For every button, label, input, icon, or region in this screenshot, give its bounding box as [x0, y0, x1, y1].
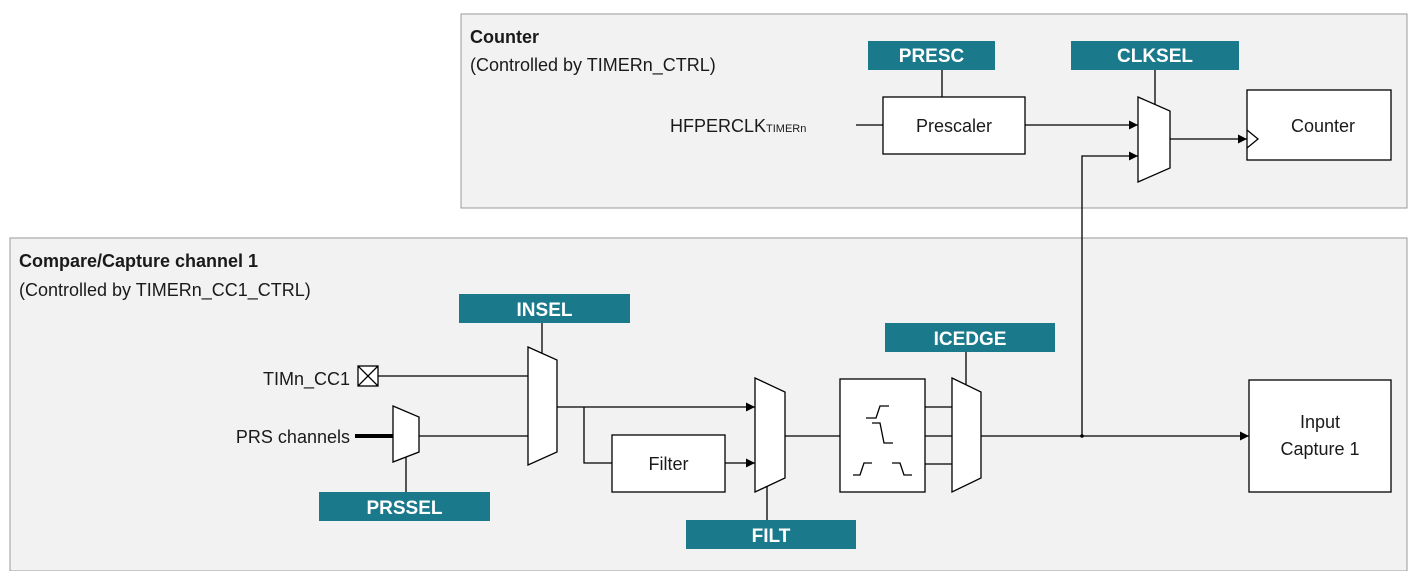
counter-section-subtitle: (Controlled by TIMERn_CTRL) [470, 55, 716, 76]
icedge-register-label: ICEDGE [934, 329, 1007, 350]
counter-clock-input-icon [1246, 129, 1260, 149]
clock-input-label: HFPERCLKTIMERn [670, 116, 806, 136]
icedge-register [885, 323, 1055, 352]
presc-register [868, 41, 995, 70]
falling-edge-icon [872, 422, 893, 444]
filter-block [611, 434, 726, 493]
filt-register-label: FILT [752, 526, 791, 547]
filt-register [686, 520, 856, 549]
prescaler-label: Prescaler [916, 116, 992, 136]
cc-section [9, 237, 1408, 571]
input-capture-label-line1: Input [1300, 412, 1340, 432]
filt-mux [754, 376, 786, 494]
insel-to-filter-wire [583, 407, 612, 464]
both-edge-falling-icon [892, 462, 912, 476]
prssel-register-label: PRSSEL [366, 498, 442, 519]
counter-block [1246, 89, 1392, 161]
junction-dot [1080, 434, 1084, 438]
insel-register-label: INSEL [517, 300, 573, 321]
prs-mux [392, 405, 420, 463]
clksel-register-label: CLKSEL [1117, 46, 1193, 67]
input-capture-label-line2: Capture 1 [1280, 439, 1359, 459]
rising-edge-icon [866, 405, 889, 419]
prssel-register [319, 492, 490, 521]
icedge-mux [951, 376, 982, 494]
input-capture-block [1248, 379, 1392, 493]
both-edge-rising-icon [853, 462, 872, 476]
clksel-mux [1137, 96, 1171, 183]
pin-label: TIMn_CC1 [263, 369, 350, 390]
counter-label: Counter [1291, 116, 1355, 136]
capture-to-clksel-arrow [1081, 151, 1138, 436]
pin-icon [357, 365, 379, 387]
insel-register [459, 294, 630, 323]
insel-mux [527, 345, 558, 467]
clksel-register [1071, 41, 1239, 70]
prs-channels-label: PRS channels [236, 427, 350, 447]
cc-section-title: Compare/Capture channel 1 [19, 251, 258, 271]
presc-register-label: PRESC [899, 46, 965, 67]
filter-label: Filter [649, 454, 689, 474]
counter-section-title: Counter [470, 27, 539, 47]
cc-section-subtitle: (Controlled by TIMERn_CC1_CTRL) [19, 280, 311, 301]
